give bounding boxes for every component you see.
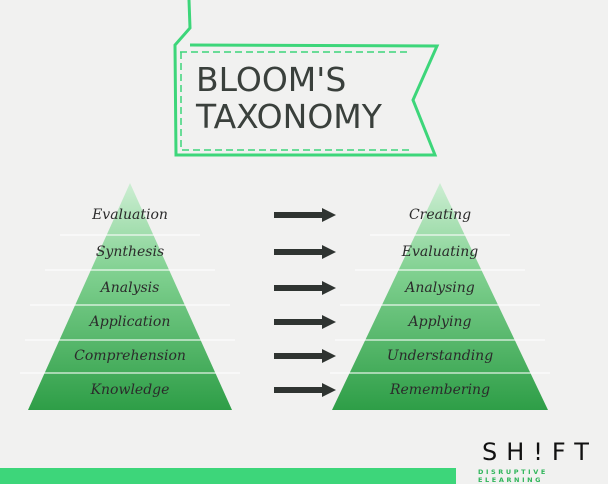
banner: [173, 0, 440, 157]
right-pyramid-level: Understanding: [386, 348, 494, 364]
arrow-icon: [274, 383, 336, 397]
left-pyramid-level: Synthesis: [95, 244, 165, 260]
left-pyramid-level: Analysis: [100, 280, 160, 296]
right-pyramid-level: Evaluating: [401, 244, 479, 260]
arrow-icon: [274, 281, 336, 295]
right-pyramid-level: Applying: [408, 314, 472, 330]
left-pyramid-level: Evaluation: [92, 207, 168, 223]
logo-tagline: DISRUPTIVE ELEARNING: [478, 468, 548, 484]
right-pyramid-level: Remembering: [389, 382, 491, 398]
arrow-icon: [274, 245, 336, 259]
right-pyramid-level: Creating: [408, 207, 472, 223]
layer-dividers: [20, 234, 550, 374]
arrow-icon: [274, 208, 336, 222]
arrow-icon: [274, 315, 336, 329]
left-pyramid-level: Application: [89, 314, 171, 330]
arrows: [274, 208, 336, 397]
title-line1: BLOOM'S: [196, 60, 347, 99]
arrow-icon: [274, 349, 336, 363]
right-pyramid-level: Analysing: [405, 280, 475, 296]
accent-bar: [0, 468, 456, 484]
left-pyramid-level: Knowledge: [90, 382, 170, 398]
left-pyramid: [28, 183, 232, 410]
title-line2: TAXONOMY: [196, 97, 382, 136]
logo: SH!FT: [482, 438, 598, 466]
left-pyramid-level: Comprehension: [74, 348, 186, 364]
right-pyramid: [332, 183, 548, 410]
